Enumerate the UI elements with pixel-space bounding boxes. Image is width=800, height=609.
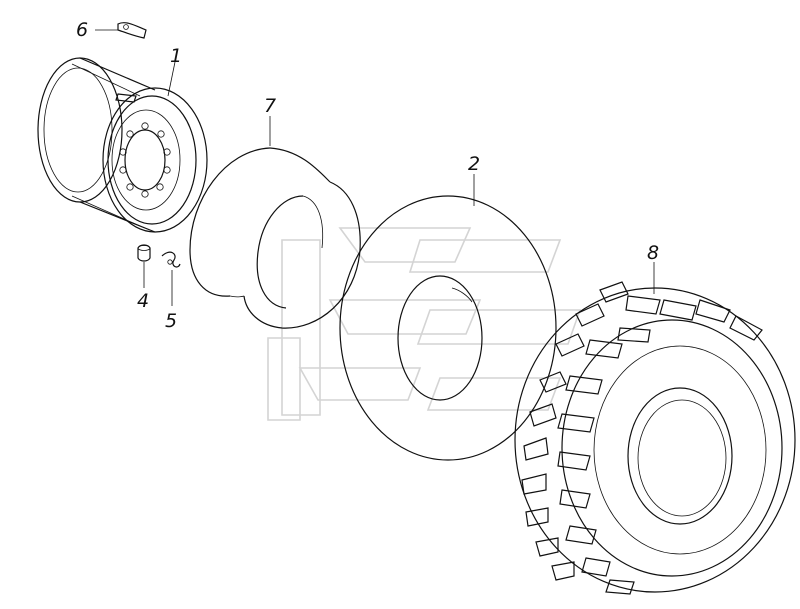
tire-part [514, 281, 796, 595]
callout-6: 6 [76, 19, 88, 41]
balance-weight-part [117, 22, 147, 39]
leader-lines [95, 29, 655, 306]
callout-8: 8 [647, 242, 659, 264]
valve-cap-part [137, 244, 151, 262]
callout-1: 1 [170, 45, 182, 67]
watermark-logo [267, 227, 582, 421]
inner-tube-part [339, 195, 557, 461]
rim-flap-part [189, 147, 361, 329]
callout-4: 4 [137, 290, 149, 312]
leader-1 [167, 61, 176, 97]
tire-tread-lugs [521, 281, 763, 595]
callout-labels: 6 1 7 2 4 5 8 [76, 19, 659, 332]
callout-2: 2 [468, 153, 480, 175]
wheel-rim-part [37, 57, 208, 233]
rim-bolt-holes [119, 122, 171, 198]
callout-5: 5 [165, 310, 177, 332]
valve-clip-part [161, 251, 181, 268]
callout-7: 7 [264, 95, 276, 117]
